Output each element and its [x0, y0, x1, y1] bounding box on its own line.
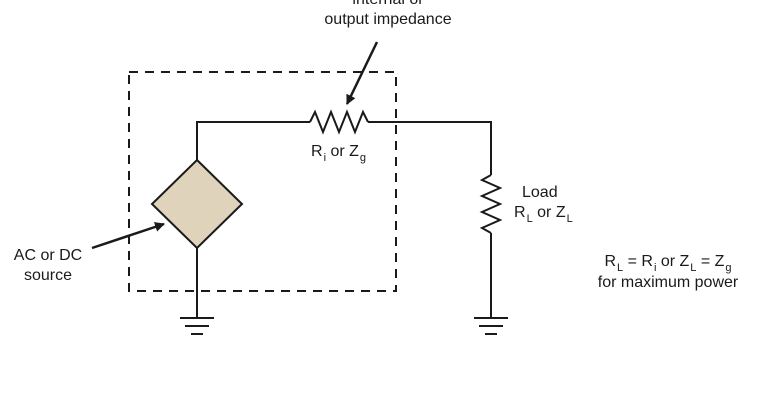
matching-equation-line2: for maximum power — [597, 274, 739, 291]
source-label-line2: source — [23, 267, 73, 284]
load-label-symbols: RL or ZL — [514, 204, 573, 225]
load-label-word: Load — [522, 184, 558, 201]
load-ground-icon — [474, 317, 508, 335]
load-resistor-icon — [479, 174, 503, 234]
matching-equation: RL = Ri or ZL = Zg for maximum power — [578, 252, 758, 293]
wire-to-load — [368, 121, 492, 175]
source-ground-icon — [180, 317, 214, 335]
internal-resistor-label: Ri or Zg — [311, 143, 367, 164]
impedance-arrow-icon — [345, 41, 379, 105]
impedance-label-line1: internal or — [318, 0, 458, 10]
source-arrow-icon — [91, 222, 165, 250]
load-label: Load RL or ZL — [514, 183, 573, 225]
wire-source-top — [196, 121, 310, 160]
impedance-label: internal or output impedance — [318, 0, 458, 30]
source-label: AC or DC source — [6, 246, 90, 286]
internal-resistor-icon — [309, 109, 369, 135]
source-label-line1: AC or DC — [13, 247, 83, 264]
impedance-label-line2: output impedance — [324, 11, 452, 28]
source-enclosure-box — [128, 71, 397, 292]
matching-equation-line1: RL = Ri or ZL = Zg — [604, 253, 732, 274]
dependent-source-icon — [150, 158, 244, 250]
